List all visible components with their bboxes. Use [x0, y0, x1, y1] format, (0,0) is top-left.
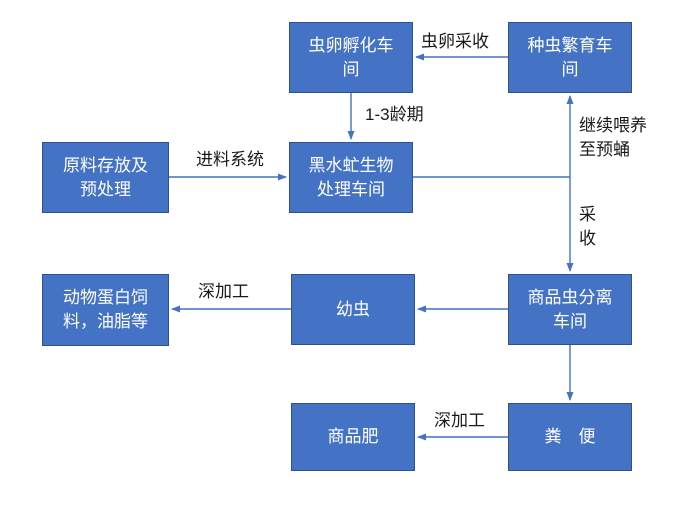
label-egg-collection: 虫卵采收	[421, 32, 489, 51]
label-feeding-system: 进料系统	[196, 150, 264, 169]
node-larvae: 幼虫	[291, 274, 415, 345]
label-harvest: 采收	[579, 205, 596, 248]
node-egg-hatching-workshop: 虫卵孵化车间	[289, 22, 413, 93]
label-continue-feeding: 继续喂养至预蛹	[579, 116, 647, 159]
node-animal-protein-feed: 动物蛋白饲料，油脂等	[42, 274, 169, 346]
label-deep-processing-larvae: 深加工	[198, 282, 249, 301]
node-breeding-workshop: 种虫繁育车间	[508, 22, 632, 93]
node-separation-workshop: 商品虫分离车间	[508, 274, 632, 345]
label-instar-1-3: 1-3龄期	[365, 105, 424, 124]
node-bsf-treatment-workshop: 黑水虻生物处理车间	[289, 142, 413, 213]
node-raw-material-storage: 原料存放及预处理	[42, 142, 169, 213]
node-commercial-fertilizer: 商品肥	[291, 403, 415, 471]
label-deep-processing-feces: 深加工	[434, 411, 485, 430]
node-feces: 粪 便	[508, 403, 632, 471]
